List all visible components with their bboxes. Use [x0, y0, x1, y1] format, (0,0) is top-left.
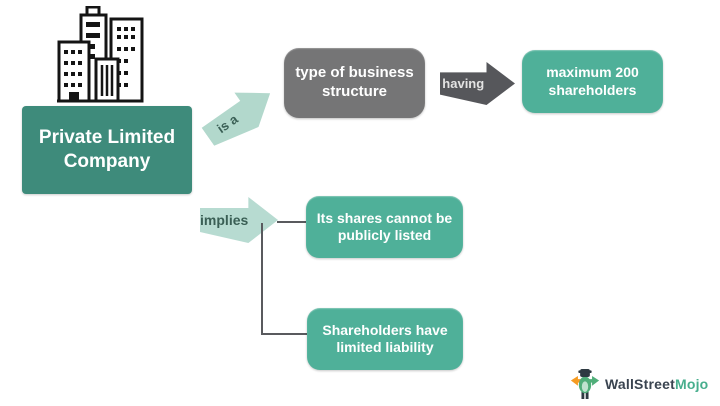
logo-text-mojo: Mojo: [674, 376, 709, 392]
shares-not-listed-box: Its shares cannot be publicly listed: [306, 196, 463, 258]
connector-vertical: [261, 223, 263, 335]
logo-text-wallstreet: WallStreet: [605, 376, 675, 392]
is-a-arrow: is a: [196, 76, 282, 154]
city-buildings-icon: [57, 6, 144, 103]
having-arrow: having: [440, 62, 515, 105]
business-structure-box: type of business structure: [284, 48, 425, 118]
limited-liability-label: Shareholders have limited liability: [322, 321, 448, 356]
having-arrow-label: having: [442, 76, 485, 91]
private-limited-company-box: Private Limited Company: [22, 106, 192, 194]
wallstreetmojo-logo: WallStreetMojo: [570, 368, 708, 400]
max-shareholders-label: maximum 200 shareholders: [546, 64, 639, 98]
connector-implies-to-shares: [277, 221, 307, 223]
connector-to-liability: [261, 333, 308, 335]
shares-not-listed-label: Its shares cannot be publicly listed: [316, 209, 453, 244]
limited-liability-box: Shareholders have limited liability: [307, 308, 463, 370]
wallstreetmojo-bull-icon: [570, 369, 600, 399]
business-structure-label: type of business structure: [295, 64, 414, 100]
wallstreetmojo-wordmark: WallStreetMojo: [605, 376, 708, 392]
implies-arrow-label: implies: [200, 212, 249, 228]
private-limited-company-label: Private Limited Company: [38, 127, 176, 172]
implies-arrow: implies: [200, 197, 278, 243]
max-shareholders-box: maximum 200 shareholders: [522, 50, 663, 113]
